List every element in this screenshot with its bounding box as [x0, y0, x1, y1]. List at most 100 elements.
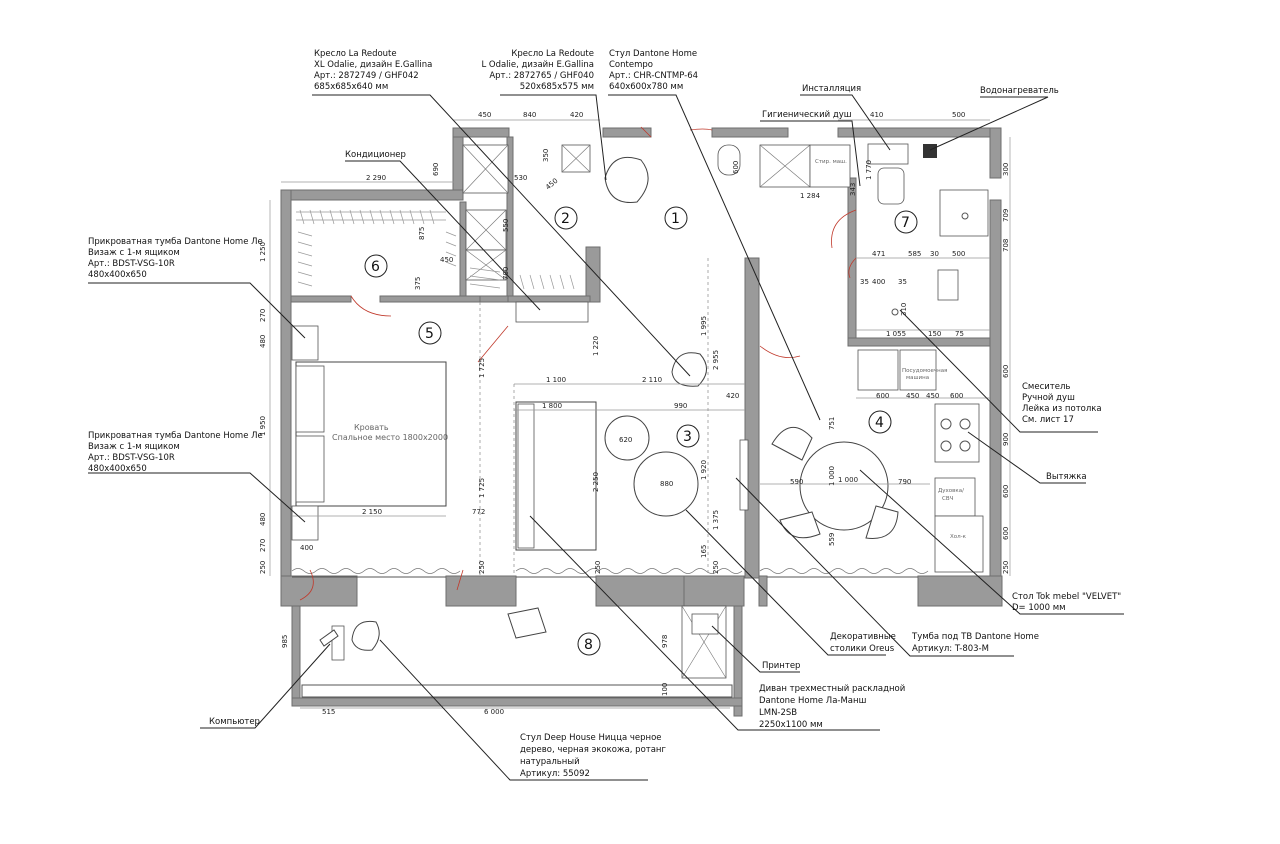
svg-text:натуральный: натуральный	[520, 757, 580, 767]
svg-text:Стул Deep House Ницца черное: Стул Deep House Ницца черное	[520, 733, 662, 743]
svg-text:Лейка из потолка: Лейка из потолка	[1022, 404, 1102, 414]
svg-text:708: 708	[1002, 239, 1010, 252]
svg-text:2 250: 2 250	[592, 472, 600, 492]
svg-text:350: 350	[542, 149, 550, 162]
room-number-2: 2	[561, 211, 570, 227]
svg-text:600: 600	[1002, 485, 1010, 498]
svg-text:1 220: 1 220	[592, 336, 600, 356]
annotations: Кресло La Redoute XL Odalie, дизайн E.Ga…	[88, 49, 1121, 779]
leader-sofa	[529, 515, 880, 731]
curtains	[291, 568, 929, 578]
svg-text:Диван трехместный раскладной: Диван трехместный раскладной	[759, 684, 905, 694]
svg-text:300: 300	[1002, 163, 1010, 176]
svg-text:2 955: 2 955	[712, 350, 720, 370]
svg-text:1 055: 1 055	[886, 330, 906, 338]
room-number-3: 3	[683, 429, 692, 445]
svg-text:685x685x640 мм: 685x685x640 мм	[314, 82, 388, 92]
note-armchair-xl: Кресло La Redoute XL Odalie, дизайн E.Ga…	[314, 49, 432, 92]
svg-text:Арт.: BDST-VSG-10R: Арт.: BDST-VSG-10R	[88, 259, 175, 269]
note-water-heater: Водонагреватель	[980, 86, 1059, 96]
svg-text:250: 250	[1002, 561, 1010, 574]
svg-text:520x685x575 мм: 520x685x575 мм	[520, 82, 594, 92]
note-hood: Вытяжка	[1046, 472, 1087, 482]
note-table: Стол Tok mebel "VELVET" D= 1000 мм	[1012, 592, 1121, 613]
svg-text:590: 590	[790, 478, 803, 486]
note-nightstand-top: Прикроватная тумба Dantone Home Ле Визаж…	[88, 237, 263, 280]
leader-tv-stand	[735, 477, 1014, 657]
leader-computer	[200, 643, 331, 729]
svg-text:875: 875	[418, 227, 426, 240]
svg-text:LMN-2SB: LMN-2SB	[759, 708, 797, 718]
svg-text:XL Odalie, дизайн E.Gallina: XL Odalie, дизайн E.Gallina	[314, 60, 432, 70]
dining-chair	[771, 427, 813, 461]
svg-text:1 250: 1 250	[259, 242, 267, 262]
room-number-4: 4	[875, 415, 884, 431]
svg-text:690: 690	[432, 163, 440, 176]
note-tv-stand: Тумба под ТВ Dantone Home Артикул: T-803…	[911, 632, 1039, 654]
svg-text:559: 559	[828, 533, 836, 546]
note-armchair-l: Кресло La Redoute L Odalie, дизайн E.Gal…	[481, 49, 594, 92]
side-table-large	[633, 451, 699, 517]
note-ac: Кондиционер	[345, 150, 406, 160]
leader-installation	[800, 94, 891, 151]
svg-text:600: 600	[1002, 527, 1010, 540]
svg-text:1 995: 1 995	[700, 316, 708, 336]
svg-text:СВЧ: СВЧ	[942, 496, 954, 502]
svg-text:790: 790	[898, 478, 911, 486]
cooktop-icon	[934, 403, 980, 463]
svg-text:машина: машина	[906, 375, 929, 381]
svg-text:100: 100	[661, 683, 669, 696]
svg-text:1 375: 1 375	[712, 510, 720, 530]
tv-stand	[739, 439, 749, 511]
svg-text:Визаж с 1-м ящиком: Визаж с 1-м ящиком	[88, 442, 180, 452]
svg-text:450: 450	[478, 111, 491, 119]
svg-text:500: 500	[952, 250, 965, 258]
leader-armchair-xl	[312, 94, 691, 377]
svg-text:978: 978	[661, 635, 669, 648]
svg-text:400: 400	[300, 544, 313, 552]
svg-text:Тумба под ТВ Dantone Home: Тумба под ТВ Dantone Home	[911, 632, 1039, 642]
nightstand-bottom	[291, 505, 319, 541]
svg-text:Прикроватная тумба Dantone Hom: Прикроватная тумба Dantone Home Ле	[88, 431, 263, 441]
svg-text:250: 250	[594, 561, 602, 574]
bed-size: Спальное место 1800х2000	[332, 433, 448, 442]
svg-text:D= 1000 мм: D= 1000 мм	[1012, 603, 1066, 613]
svg-text:250: 250	[712, 561, 720, 574]
svg-text:270: 270	[259, 309, 267, 322]
svg-text:515: 515	[322, 708, 335, 716]
svg-text:985: 985	[281, 635, 289, 648]
svg-text:Dantone Home Ла-Манш: Dantone Home Ла-Манш	[759, 696, 866, 706]
svg-text:1 725: 1 725	[478, 358, 486, 378]
leader-ac	[345, 160, 541, 311]
svg-text:480x400x650: 480x400x650	[88, 270, 147, 280]
svg-text:дерево, черная экокожа, ротанг: дерево, черная экокожа, ротанг	[520, 745, 666, 755]
nightstand-top	[291, 325, 319, 361]
storage	[296, 144, 811, 679]
svg-text:См. лист 17: См. лист 17	[1022, 415, 1074, 425]
svg-text:30: 30	[930, 250, 939, 258]
svg-text:Кресло La Redoute: Кресло La Redoute	[511, 49, 594, 59]
svg-text:640x600x780 мм: 640x600x780 мм	[609, 82, 683, 92]
armchair-l	[671, 352, 707, 387]
dimension-texts: 450 840 420 410 500 690 350 530 450 600 …	[259, 111, 1010, 716]
svg-text:310: 310	[900, 303, 908, 316]
room-number-1: 1	[671, 211, 680, 227]
svg-text:1 800: 1 800	[542, 402, 562, 410]
svg-text:400: 400	[872, 278, 885, 286]
svg-text:709: 709	[1002, 209, 1010, 222]
svg-text:410: 410	[870, 111, 883, 119]
doors	[299, 126, 857, 601]
leader-printer	[711, 625, 800, 673]
svg-text:1 100: 1 100	[546, 376, 566, 384]
svg-text:471: 471	[872, 250, 885, 258]
svg-text:Прикроватная тумба Dantone Hom: Прикроватная тумба Dantone Home Ле	[88, 237, 263, 247]
svg-text:620: 620	[619, 436, 632, 444]
room-number-7: 7	[901, 215, 910, 231]
room-number-8: 8	[584, 637, 593, 653]
svg-text:250: 250	[259, 561, 267, 574]
svg-text:35: 35	[860, 278, 869, 286]
printer-icon	[691, 613, 719, 635]
leader-hood	[967, 431, 1086, 484]
dishwasher-label: Посудомоечная	[902, 368, 947, 374]
